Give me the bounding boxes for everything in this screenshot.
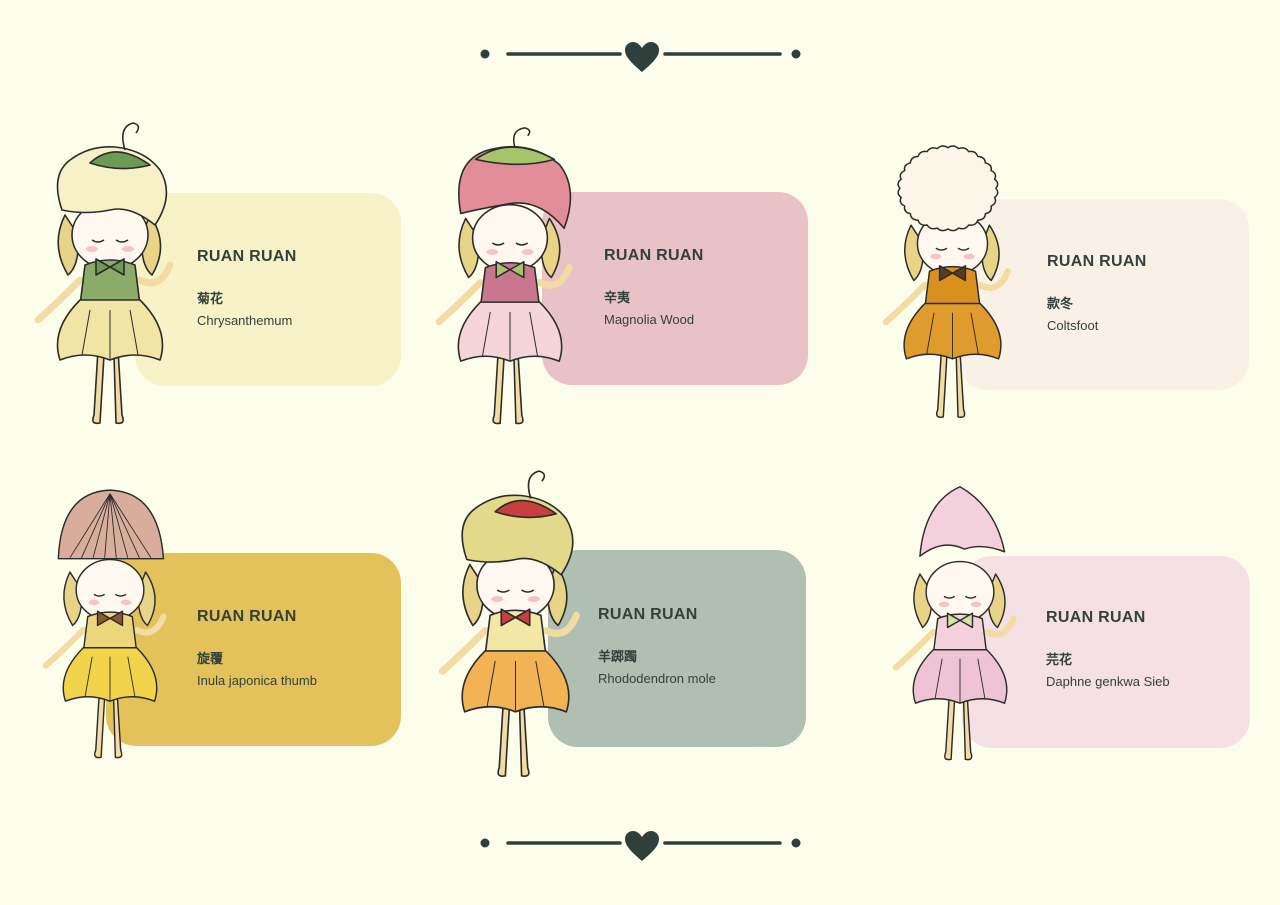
card-name-en: Daphne genkwa Sieb bbox=[1046, 674, 1170, 689]
card-inula: RUAN RUAN 旋覆 Inula japonica thumb bbox=[106, 553, 401, 746]
heart-icon bbox=[625, 831, 659, 861]
puff-hat-icon bbox=[897, 145, 999, 232]
leaf-icon bbox=[89, 151, 151, 170]
face-icon bbox=[925, 560, 995, 623]
card-name-en: Inula japonica thumb bbox=[197, 673, 317, 688]
dot-icon bbox=[791, 838, 801, 848]
dome-hat-icon bbox=[57, 489, 165, 560]
face-icon bbox=[75, 558, 145, 621]
card-title: RUAN RUAN bbox=[1047, 253, 1147, 270]
card-name-cn: 辛夷 bbox=[604, 291, 631, 306]
leaf-icon bbox=[494, 499, 557, 519]
bow-icon bbox=[495, 260, 525, 279]
stem-icon bbox=[527, 470, 546, 499]
card-name-cn: 旋覆 bbox=[197, 652, 224, 667]
heart-divider-top bbox=[480, 42, 801, 72]
card-daphne: RUAN RUAN 芫花 Daphne genkwa Sieb bbox=[962, 556, 1250, 748]
fairy-coltsfoot-illustration bbox=[882, 145, 1012, 418]
fairy-inula-illustration bbox=[42, 489, 167, 759]
card-name-cn: 菊花 bbox=[197, 292, 224, 307]
card-name-en: Magnolia Wood bbox=[604, 312, 695, 327]
fairy-rhododendron-illustration bbox=[438, 470, 580, 777]
card-rhododendron: RUAN RUAN 羊踯躅 Rhododendron mole bbox=[548, 550, 806, 747]
bow-icon bbox=[95, 258, 125, 276]
fairy-daphne-illustration bbox=[892, 486, 1017, 761]
card-coltsfoot: RUAN RUAN 款冬 Coltsfoot bbox=[958, 199, 1249, 390]
leaf-icon bbox=[474, 146, 556, 166]
card-name-cn: 芫花 bbox=[1046, 653, 1073, 668]
card-name-cn: 羊踯躅 bbox=[598, 650, 638, 665]
bow-icon bbox=[96, 610, 124, 627]
card-magnolia: RUAN RUAN 辛夷 Magnolia Wood bbox=[542, 192, 808, 385]
dot-icon bbox=[480, 49, 490, 59]
fairy-magnolia-illustration bbox=[435, 127, 573, 425]
stem-icon bbox=[512, 127, 531, 148]
stem-icon bbox=[122, 122, 140, 151]
face-icon bbox=[471, 203, 549, 273]
heart-divider-bottom bbox=[480, 831, 801, 861]
card-title: RUAN RUAN bbox=[1046, 609, 1146, 626]
card-title: RUAN RUAN bbox=[197, 608, 297, 625]
bell-hat-icon bbox=[919, 486, 1006, 557]
round-hat-icon bbox=[458, 146, 572, 230]
bow-icon bbox=[938, 265, 967, 282]
card-name-en: Rhododendron mole bbox=[598, 671, 716, 686]
card-title: RUAN RUAN bbox=[598, 606, 698, 623]
bow-icon bbox=[500, 608, 531, 627]
dot-icon bbox=[791, 49, 801, 59]
heart-icon bbox=[625, 42, 659, 72]
card-chrysanthemum: RUAN RUAN 菊花 Chrysanthemum bbox=[135, 193, 401, 386]
card-title: RUAN RUAN bbox=[604, 247, 704, 264]
bow-icon bbox=[946, 612, 974, 629]
card-name-cn: 款冬 bbox=[1047, 297, 1074, 312]
fairy-chrysanthemum-illustration bbox=[34, 122, 174, 425]
card-name-en: Coltsfoot bbox=[1047, 318, 1099, 333]
card-name-en: Chrysanthemum bbox=[197, 313, 293, 328]
card-title: RUAN RUAN bbox=[197, 248, 297, 265]
dot-icon bbox=[480, 838, 490, 848]
